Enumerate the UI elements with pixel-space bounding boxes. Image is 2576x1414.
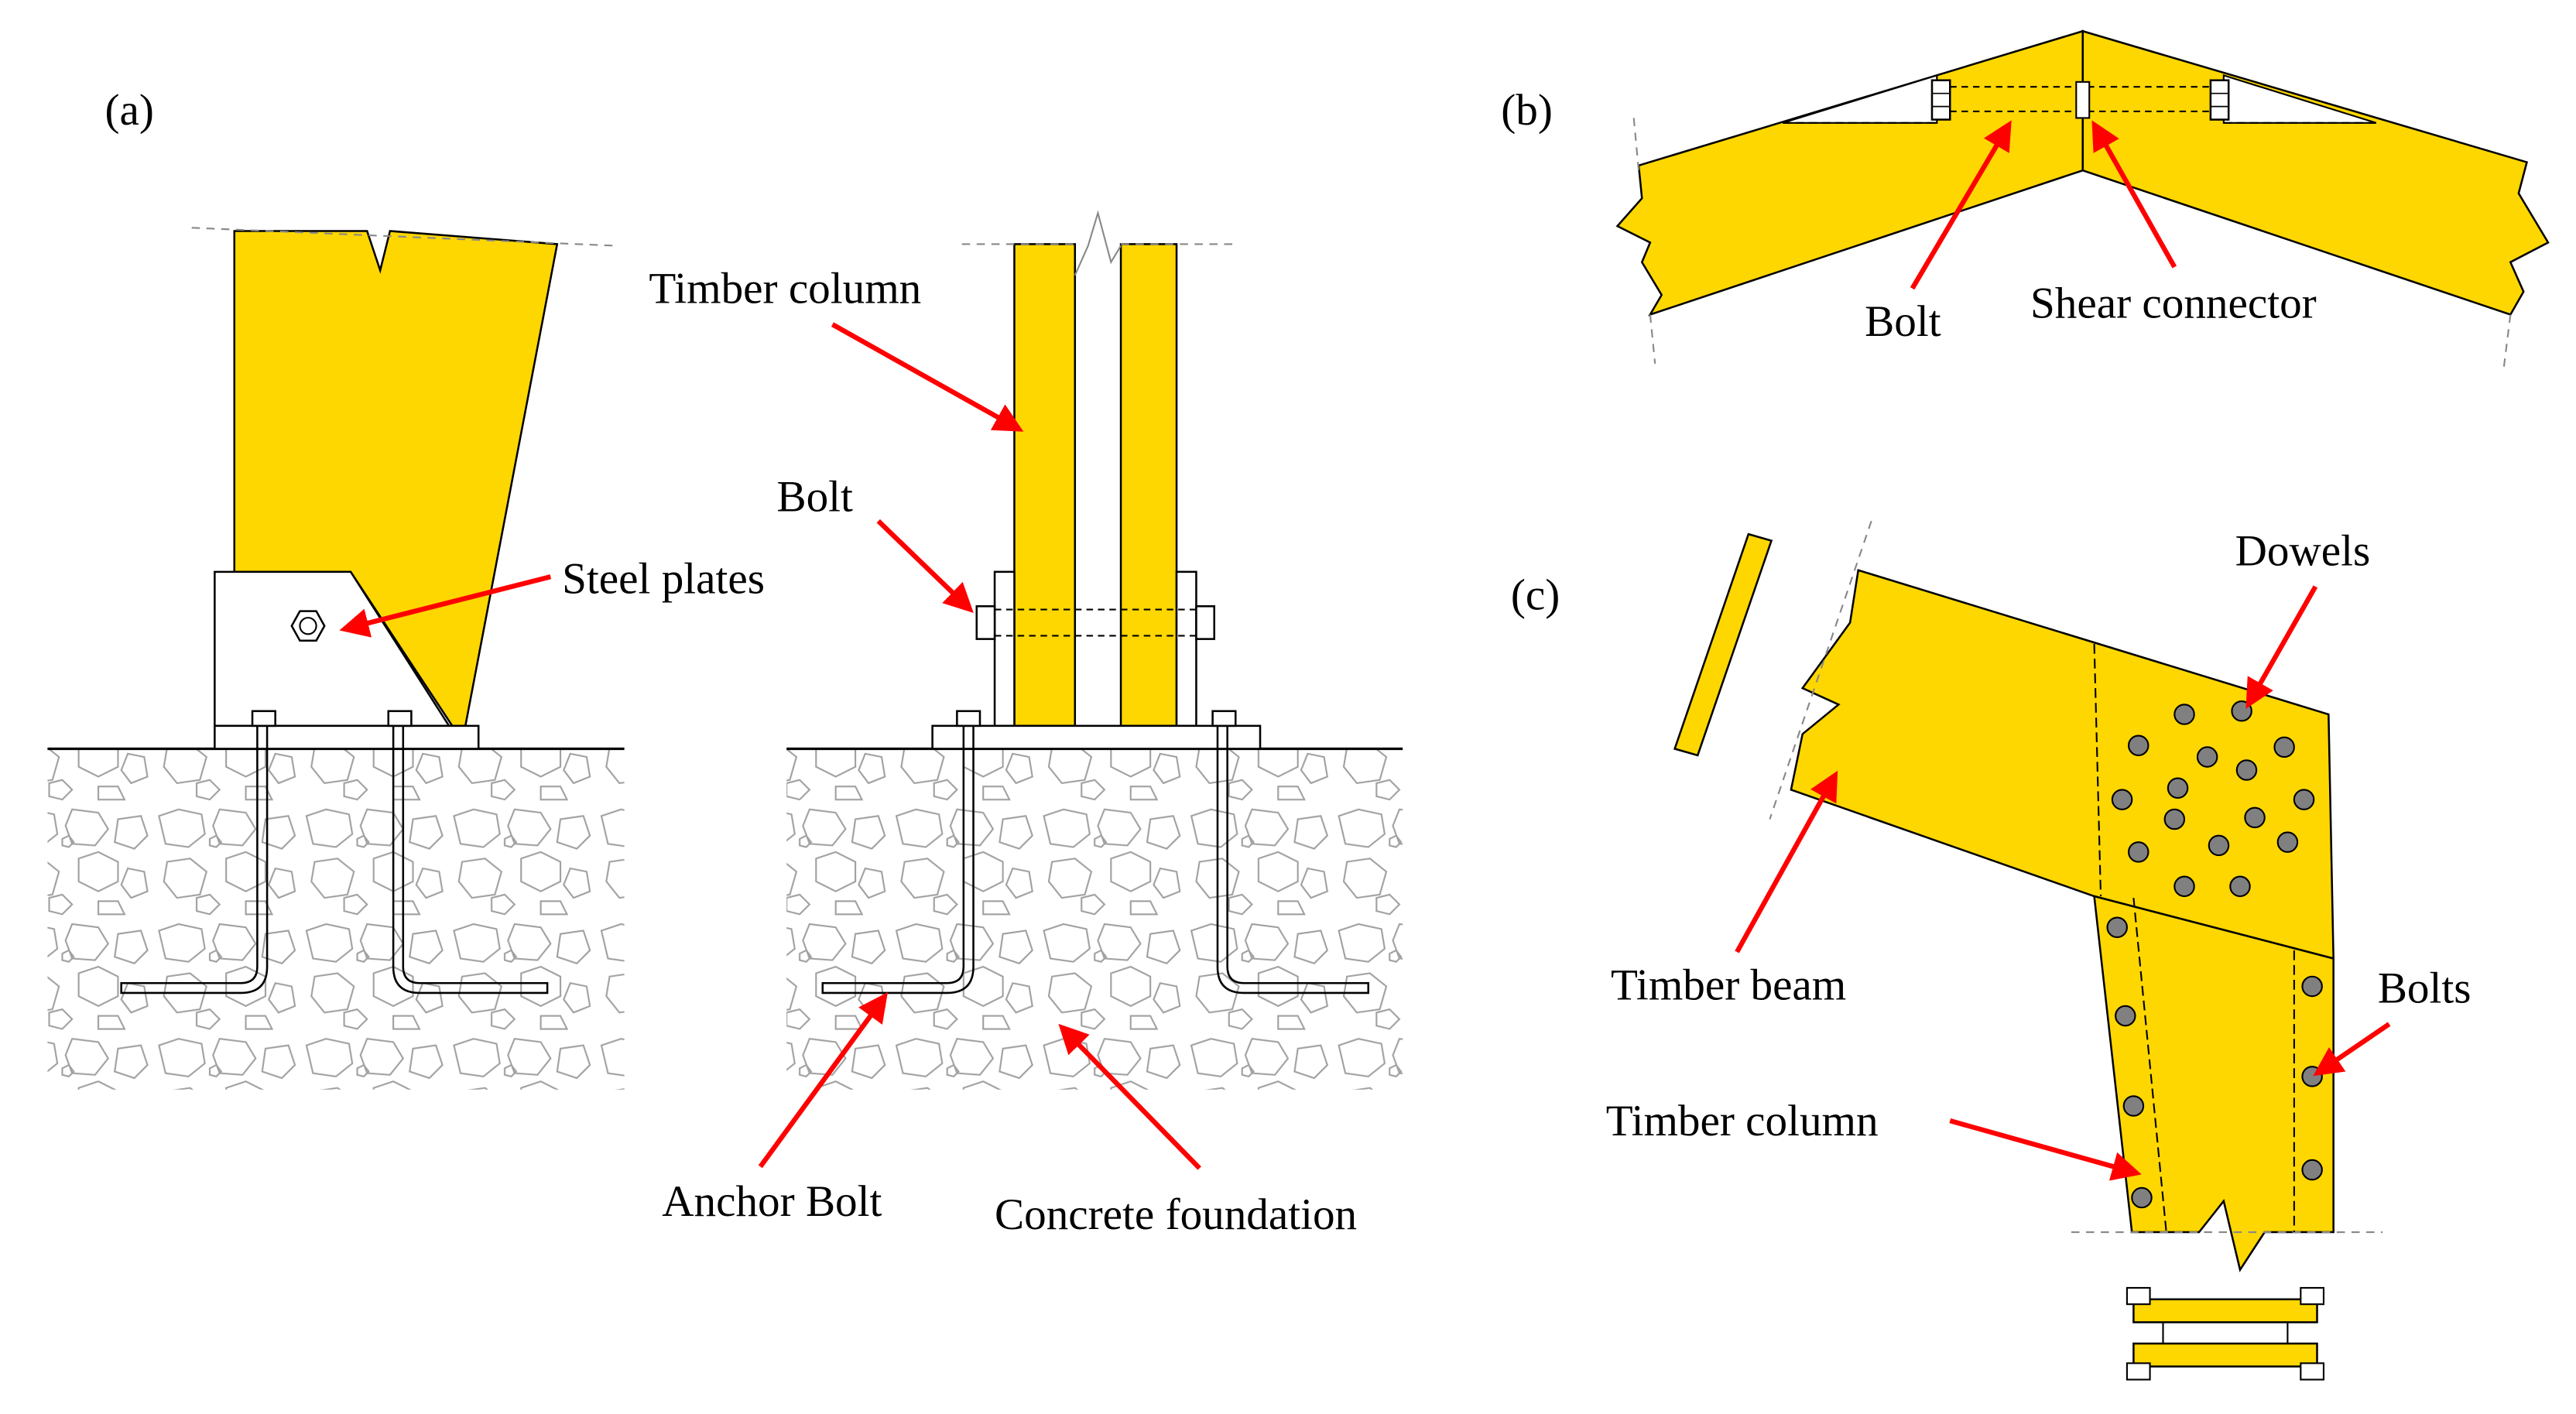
arrow-anchor-bolt	[758, 992, 888, 1169]
cut-line-b-left	[1632, 118, 1640, 171]
timber-beam	[1790, 569, 2334, 960]
detached-plank	[1673, 532, 1773, 757]
label-concrete-foundation: Concrete foundation	[995, 1190, 1357, 1239]
cut-line-b-left-lower	[1649, 314, 1656, 365]
anchor-bolt-left-2	[387, 710, 549, 995]
column-bolt	[2106, 916, 2128, 939]
dowel	[2163, 808, 2186, 830]
column-section-detail	[2126, 1286, 2325, 1381]
rafter-left	[1615, 29, 2084, 317]
anchor-bolt-left-1	[120, 710, 276, 995]
cut-line-b-right	[2502, 314, 2512, 368]
column-bolt	[2115, 1005, 2136, 1027]
dowel	[2174, 875, 2195, 898]
label-steel-plates: Steel plates	[562, 554, 765, 603]
arrow-timber-column-a	[831, 322, 1024, 432]
arrow-timber-column-c	[1949, 1118, 2142, 1181]
base-plate-right	[931, 724, 1262, 750]
column-bolt	[2131, 1186, 2153, 1209]
dowel	[2127, 734, 2150, 757]
timber-column-c	[2093, 895, 2334, 1272]
twin-timber-column-right	[1119, 243, 1178, 728]
arrow-concrete-foundation	[1058, 1023, 1201, 1170]
label-dowels: Dowels	[2235, 526, 2371, 575]
arrow-bolt-a	[876, 519, 974, 613]
dowel	[2293, 789, 2315, 810]
concrete-foundation-right	[786, 748, 1403, 1090]
dowel	[2196, 746, 2218, 768]
label-timber-column-c: Timber column	[1606, 1097, 1879, 1145]
arrow-steel-plates	[339, 574, 552, 638]
column-bolt	[2122, 1095, 2145, 1117]
panel-c-tag: (c)	[1511, 571, 1560, 620]
side-plate-left	[993, 570, 1016, 728]
dowel	[2208, 834, 2230, 857]
label-shear-connector: Shear connector	[2030, 279, 2317, 328]
through-bolt	[975, 605, 1216, 640]
side-plate-right	[1175, 570, 1197, 728]
dowel	[2235, 759, 2258, 781]
arrow-shear-connector	[2091, 120, 2177, 269]
steel-base-plate	[214, 724, 480, 750]
panel-b-tag: (b)	[1501, 86, 1553, 135]
label-bolt-b: Bolt	[1865, 297, 1941, 346]
hidden-line-1	[2093, 643, 2102, 897]
panel-a-tag: (a)	[105, 86, 154, 135]
panel-b: (b) Bolt Shear connector	[1501, 29, 2550, 368]
dowel-group	[2111, 700, 2315, 898]
dowel	[2273, 736, 2295, 758]
arrow-bolts-c	[2313, 1022, 2391, 1077]
label-bolt-a: Bolt	[776, 473, 853, 522]
label-timber-column-a: Timber column	[649, 265, 921, 313]
anchor-bolt-right-2	[1211, 710, 1370, 995]
concrete-foundation-left	[47, 748, 625, 1090]
hidden-line-2	[2132, 898, 2167, 1233]
label-anchor-bolt: Anchor Bolt	[662, 1177, 882, 1226]
column-bolt	[2301, 975, 2323, 998]
cut-line-top-left	[191, 227, 617, 247]
label-bolts-c: Bolts	[2378, 964, 2472, 1013]
panel-c: (c)	[1511, 520, 2472, 1381]
dowel	[2167, 777, 2189, 799]
column-bolt	[2301, 1159, 2323, 1181]
dowel	[2127, 841, 2150, 863]
twin-timber-column-left	[1013, 243, 1077, 728]
dowel	[2229, 875, 2251, 898]
arrow-bolt-b	[1910, 120, 2012, 290]
arrow-dowels	[2245, 585, 2318, 709]
dowel	[2244, 806, 2266, 829]
recess-left	[1783, 74, 1938, 124]
shear-connector-icon	[2075, 80, 2091, 119]
column-bolt-group	[2106, 916, 2323, 1209]
panel-a: (a) Steel plates	[47, 86, 1403, 1239]
label-timber-beam: Timber beam	[1611, 960, 1846, 1009]
dowel	[2111, 789, 2133, 810]
anchor-bolt-right-1	[821, 710, 981, 995]
recess-right	[2222, 74, 2377, 124]
arrow-timber-beam	[1735, 770, 1838, 954]
rafter-right	[2081, 29, 2550, 317]
dowel	[2174, 704, 2195, 725]
hex-bolt-icon	[290, 610, 326, 642]
dowel	[2276, 831, 2299, 853]
column-break-symbol	[1074, 210, 1122, 276]
